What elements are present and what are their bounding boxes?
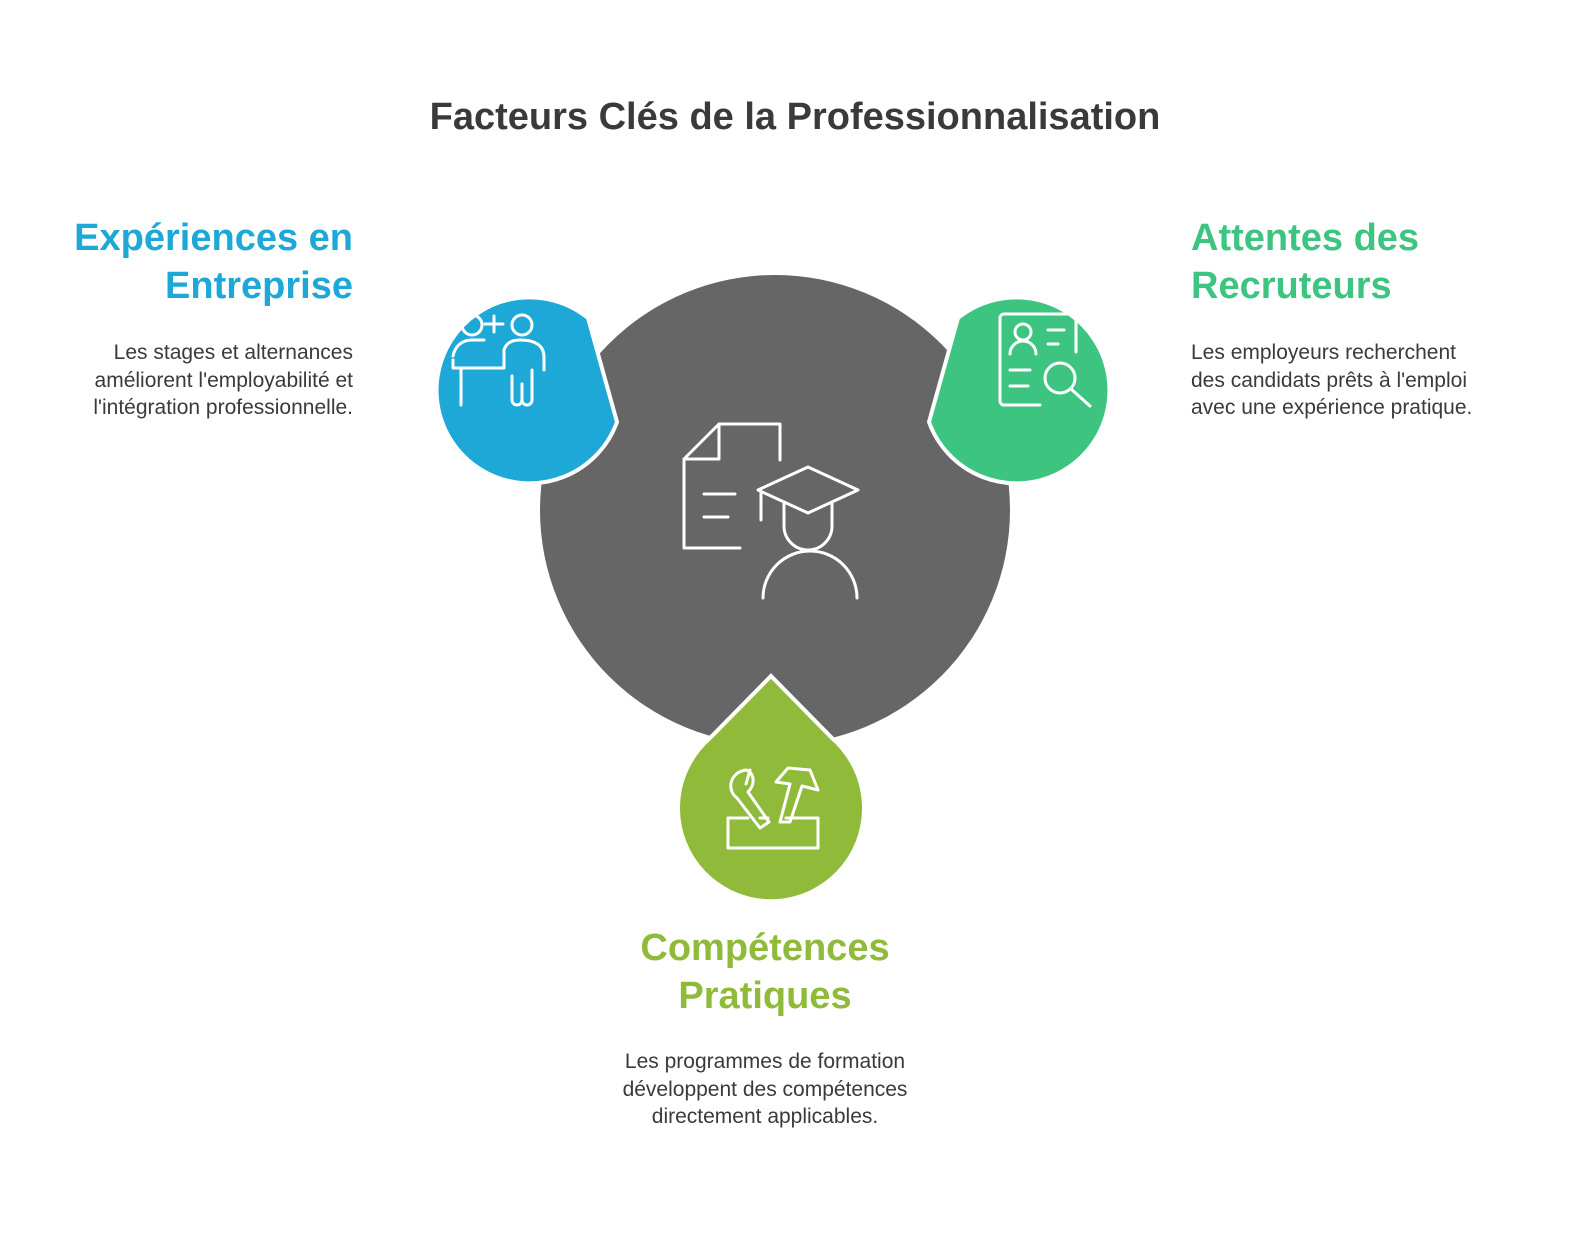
left-description-line: améliorent l'employabilité et	[94, 368, 353, 392]
left-description-line: Les stages et alternances	[113, 341, 353, 364]
bottom-heading-line: Compétences	[640, 927, 890, 969]
right-description: Les employeurs recherchent des candidats…	[1191, 339, 1472, 422]
bottom-description-line: directement applicables.	[651, 1105, 879, 1128]
page-title: Facteurs Clés de la Professionnalisation	[429, 96, 1161, 138]
mentor-presentation-icon	[451, 313, 546, 407]
right-heading: Attentes des Recruteurs	[1191, 214, 1419, 310]
right-description-line: Les employeurs recherchent	[1191, 341, 1456, 364]
left-heading: Expériences en Entreprise	[74, 214, 353, 310]
graduate-document-icon	[682, 422, 860, 600]
right-drop	[926, 295, 1112, 486]
bottom-description-line: développent des compétences	[622, 1077, 908, 1101]
bottom-description: Les programmes de formation développent …	[545, 1048, 985, 1131]
left-description-line: l'intégration professionnelle.	[93, 396, 353, 419]
bottom-heading: Compétences Pratiques	[545, 924, 985, 1020]
left-drop	[434, 295, 620, 486]
toolbox-icon	[726, 766, 820, 850]
left-description: Les stages et alternances améliorent l'e…	[93, 339, 353, 422]
center-circle	[540, 275, 1010, 745]
right-description-line: avec une expérience pratique.	[1191, 396, 1473, 419]
left-heading-line: Expériences en	[74, 217, 353, 259]
bottom-heading-line: Pratiques	[678, 975, 852, 1017]
right-heading-line: Attentes des	[1191, 217, 1420, 259]
resume-search-icon	[998, 312, 1092, 408]
right-heading-line: Recruteurs	[1191, 265, 1392, 307]
left-heading-line: Entreprise	[165, 265, 353, 307]
right-description-line: des candidats prêts à l'emploi	[1191, 368, 1467, 392]
bottom-description-line: Les programmes de formation	[624, 1050, 906, 1073]
